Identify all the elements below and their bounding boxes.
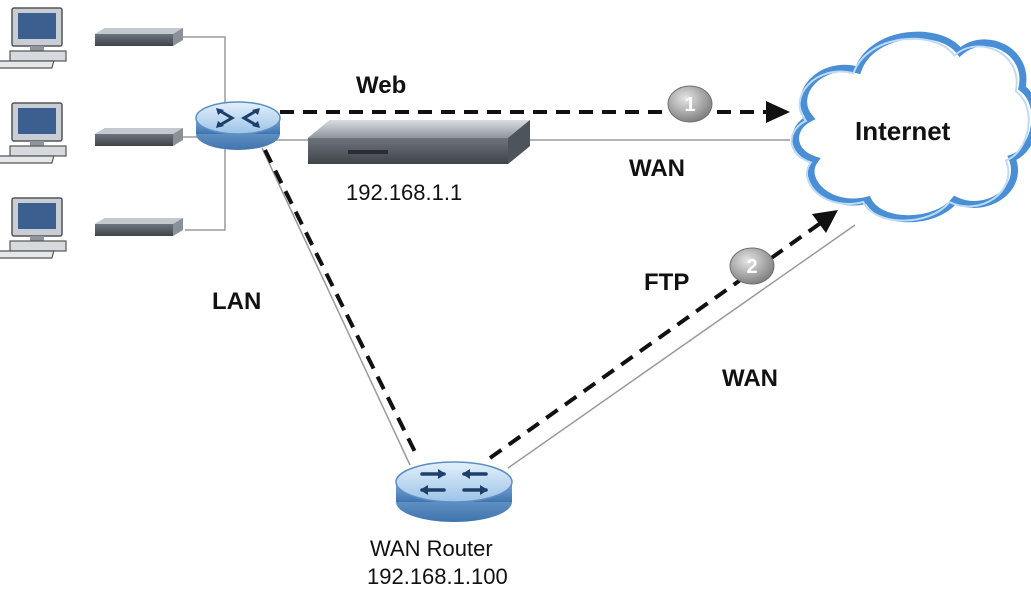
- internet-label: Internet: [855, 116, 951, 146]
- switch-icon: [95, 218, 183, 236]
- wan-router-ip-label: 192.168.1.100: [367, 564, 508, 589]
- computer-icon: [0, 7, 67, 69]
- wan-router-name-label: WAN Router: [370, 536, 493, 561]
- route-badge-1-label: 1: [684, 94, 695, 116]
- traffic-paths: [263, 110, 824, 460]
- computer-icon: [0, 197, 67, 259]
- ftp-label: FTP: [644, 269, 690, 296]
- wan-router-icon: [395, 461, 513, 522]
- route-badge-2: 2: [729, 247, 775, 285]
- gateway-device-icon: [308, 120, 530, 164]
- wan-router-to-internet-wan-line: [507, 224, 856, 469]
- wan-bottom-label: WAN: [722, 365, 778, 392]
- wan-top-label: WAN: [629, 155, 685, 182]
- lan-label: LAN: [212, 288, 262, 315]
- gateway-ip-label: 192.168.1.1: [346, 180, 463, 205]
- switch-icon: [95, 28, 183, 46]
- switch-icon: [95, 128, 183, 146]
- cloud-icon: [790, 31, 1031, 223]
- lan-traffic-path: [263, 149, 420, 459]
- ftp-arrowhead: [812, 210, 838, 233]
- web-arrowhead: [766, 101, 790, 123]
- hub-to-wan-router-lan-line: [261, 147, 411, 466]
- web-label: Web: [356, 72, 407, 99]
- route-badge-2-label: 2: [746, 256, 757, 278]
- link-lines: [183, 36, 856, 469]
- computer-icon: [0, 102, 67, 164]
- route-badge-1: 1: [667, 85, 713, 123]
- ftp-traffic-path: [488, 220, 824, 460]
- router-icon: [195, 101, 281, 150]
